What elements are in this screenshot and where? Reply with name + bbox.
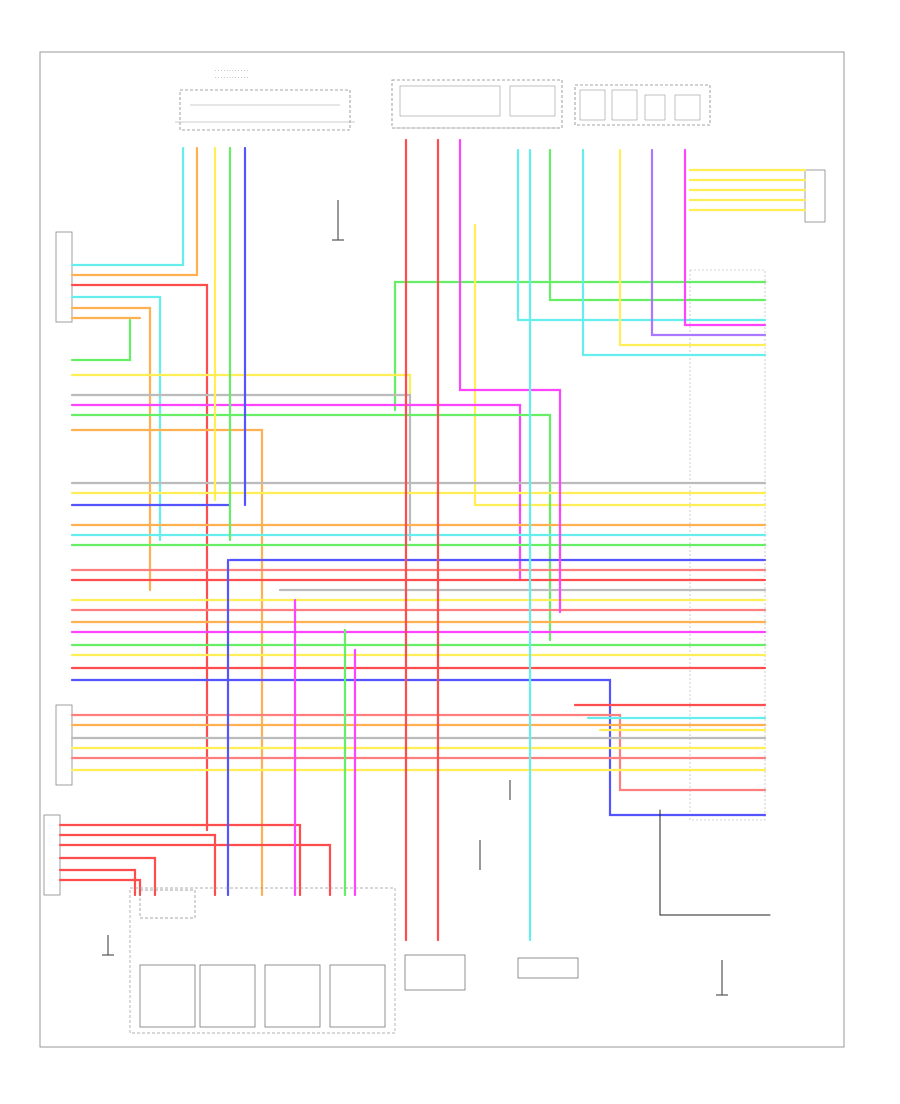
wire-green-4 [70, 413, 552, 642]
sensor-module-b [517, 957, 579, 979]
wire-green [393, 280, 767, 412]
injector-2 [199, 964, 256, 1028]
right-connector [689, 169, 826, 821]
wire-yellow-8 [70, 373, 412, 397]
left-connector [43, 231, 73, 896]
wire-gray [70, 393, 412, 542]
injector-row-frame [129, 887, 396, 1034]
wire-yellow-2 [618, 148, 767, 347]
wire-orange [70, 146, 199, 277]
wire-green-2 [548, 148, 767, 302]
wire-orange-2 [70, 306, 152, 592]
wire-cyan-2 [581, 148, 767, 357]
wire-pink-3 [70, 713, 767, 792]
injector-4 [329, 964, 386, 1028]
wire-red [70, 283, 209, 832]
wire-red-8 [58, 868, 137, 897]
wire-magenta-2 [70, 403, 522, 582]
wire-harness [58, 138, 807, 942]
wire-red-5 [58, 833, 217, 897]
ground-symbols [102, 200, 728, 996]
wire-black [659, 809, 771, 916]
diagram-border [39, 51, 845, 1048]
wire-red-4 [58, 823, 302, 897]
wire-orange-4 [70, 428, 264, 897]
transmission-switch: · · · · · · · · · · · · · · · · · · · · … [175, 69, 355, 131]
right-sensor-block [574, 84, 711, 126]
wire-red-7 [58, 856, 157, 897]
svg-text:· · · · · · · · · · · ·: · · · · · · · · · · · · [215, 69, 248, 74]
wire-cyan-3 [70, 146, 185, 267]
svg-text:· · · · · · · · · · · ·: · · · · · · · · · · · · [215, 76, 248, 81]
sensor-module-a [404, 954, 466, 991]
wire-violet [650, 148, 767, 337]
wire-magenta-4 [458, 138, 562, 614]
wire-cyan-4 [70, 295, 162, 542]
wire-cyan [516, 148, 767, 322]
sensor-block [391, 79, 563, 129]
wire-green-3 [70, 318, 132, 362]
wire-yellow [473, 223, 767, 507]
wire-red-9 [58, 878, 142, 897]
injector-1 [139, 889, 196, 1028]
wire-red-6 [58, 843, 332, 897]
wire-magenta [683, 148, 767, 327]
injector-3 [264, 964, 321, 1028]
